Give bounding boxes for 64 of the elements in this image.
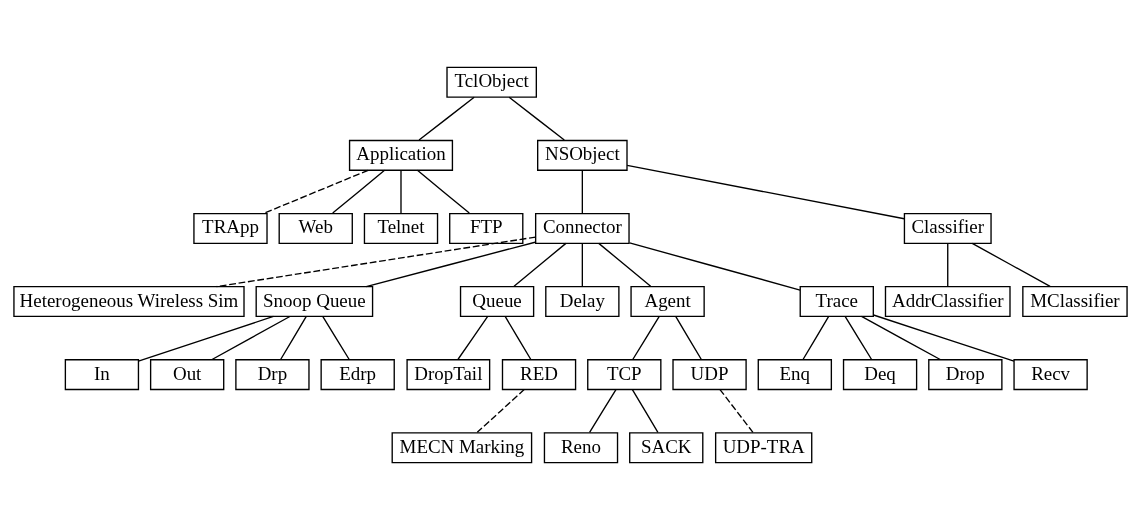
connector — [457, 315, 489, 360]
node-box: Delay — [545, 285, 620, 318]
connector — [860, 315, 941, 361]
node-box: Telnet — [363, 212, 439, 245]
connector — [588, 388, 617, 433]
node-box: Application — [348, 139, 454, 171]
node-box: UDP-TRA — [714, 432, 813, 464]
connector — [628, 242, 801, 291]
node-box: RED — [501, 359, 577, 391]
node-box: UDP — [672, 359, 747, 391]
connector — [418, 96, 475, 141]
connector — [802, 315, 830, 360]
connector — [504, 315, 532, 360]
connector — [137, 315, 275, 362]
connector — [632, 315, 660, 360]
connector — [844, 315, 873, 360]
node-box: AddrClassifier — [884, 285, 1011, 318]
connector — [211, 315, 291, 361]
node-box: Heterogeneous Wireless Sim — [13, 285, 245, 318]
node-box: Reno — [543, 432, 619, 464]
connector — [598, 242, 652, 287]
node-box: DropTail — [406, 359, 491, 391]
node-box: MClassifier — [1022, 285, 1128, 318]
connector — [971, 242, 1051, 288]
node-box: FTP — [449, 212, 524, 245]
connector — [626, 164, 905, 220]
node-box: Drop — [928, 359, 1003, 391]
node-box: Recv — [1013, 359, 1088, 391]
node-box: TRApp — [193, 212, 268, 245]
node-box: Agent — [630, 285, 705, 318]
connector — [631, 388, 659, 433]
node-box: Deq — [842, 359, 918, 391]
connector — [513, 242, 567, 287]
node-box: SACK — [629, 432, 704, 464]
node-box: Out — [149, 359, 225, 391]
connector — [332, 169, 386, 214]
connector — [416, 169, 470, 214]
connector — [675, 315, 702, 360]
connector — [872, 314, 1015, 362]
connector — [508, 96, 565, 141]
node-box: Edrp — [320, 359, 395, 391]
node-box: TclObject — [446, 66, 537, 98]
connector — [719, 388, 754, 433]
connector — [280, 315, 307, 360]
node-box: TCP — [587, 359, 662, 391]
node-box: Snoop Queue — [255, 285, 374, 318]
connector — [263, 169, 369, 214]
connector — [581, 169, 583, 214]
node-box: Enq — [757, 359, 833, 391]
node-box: Web — [278, 212, 353, 245]
node-box: Queue — [459, 285, 535, 318]
node-box: Connector — [534, 212, 630, 245]
connector — [947, 242, 949, 287]
node-box: Classifier — [903, 212, 992, 245]
connector — [581, 242, 583, 287]
node-box: NSObject — [537, 139, 628, 171]
connector — [476, 388, 525, 433]
connector — [400, 169, 402, 214]
connector — [322, 315, 350, 360]
connector — [365, 241, 536, 288]
node-box: In — [64, 359, 140, 391]
node-box: Drp — [235, 359, 310, 391]
node-box: MECN Marking — [391, 432, 533, 464]
node-box: Trace — [799, 285, 874, 318]
